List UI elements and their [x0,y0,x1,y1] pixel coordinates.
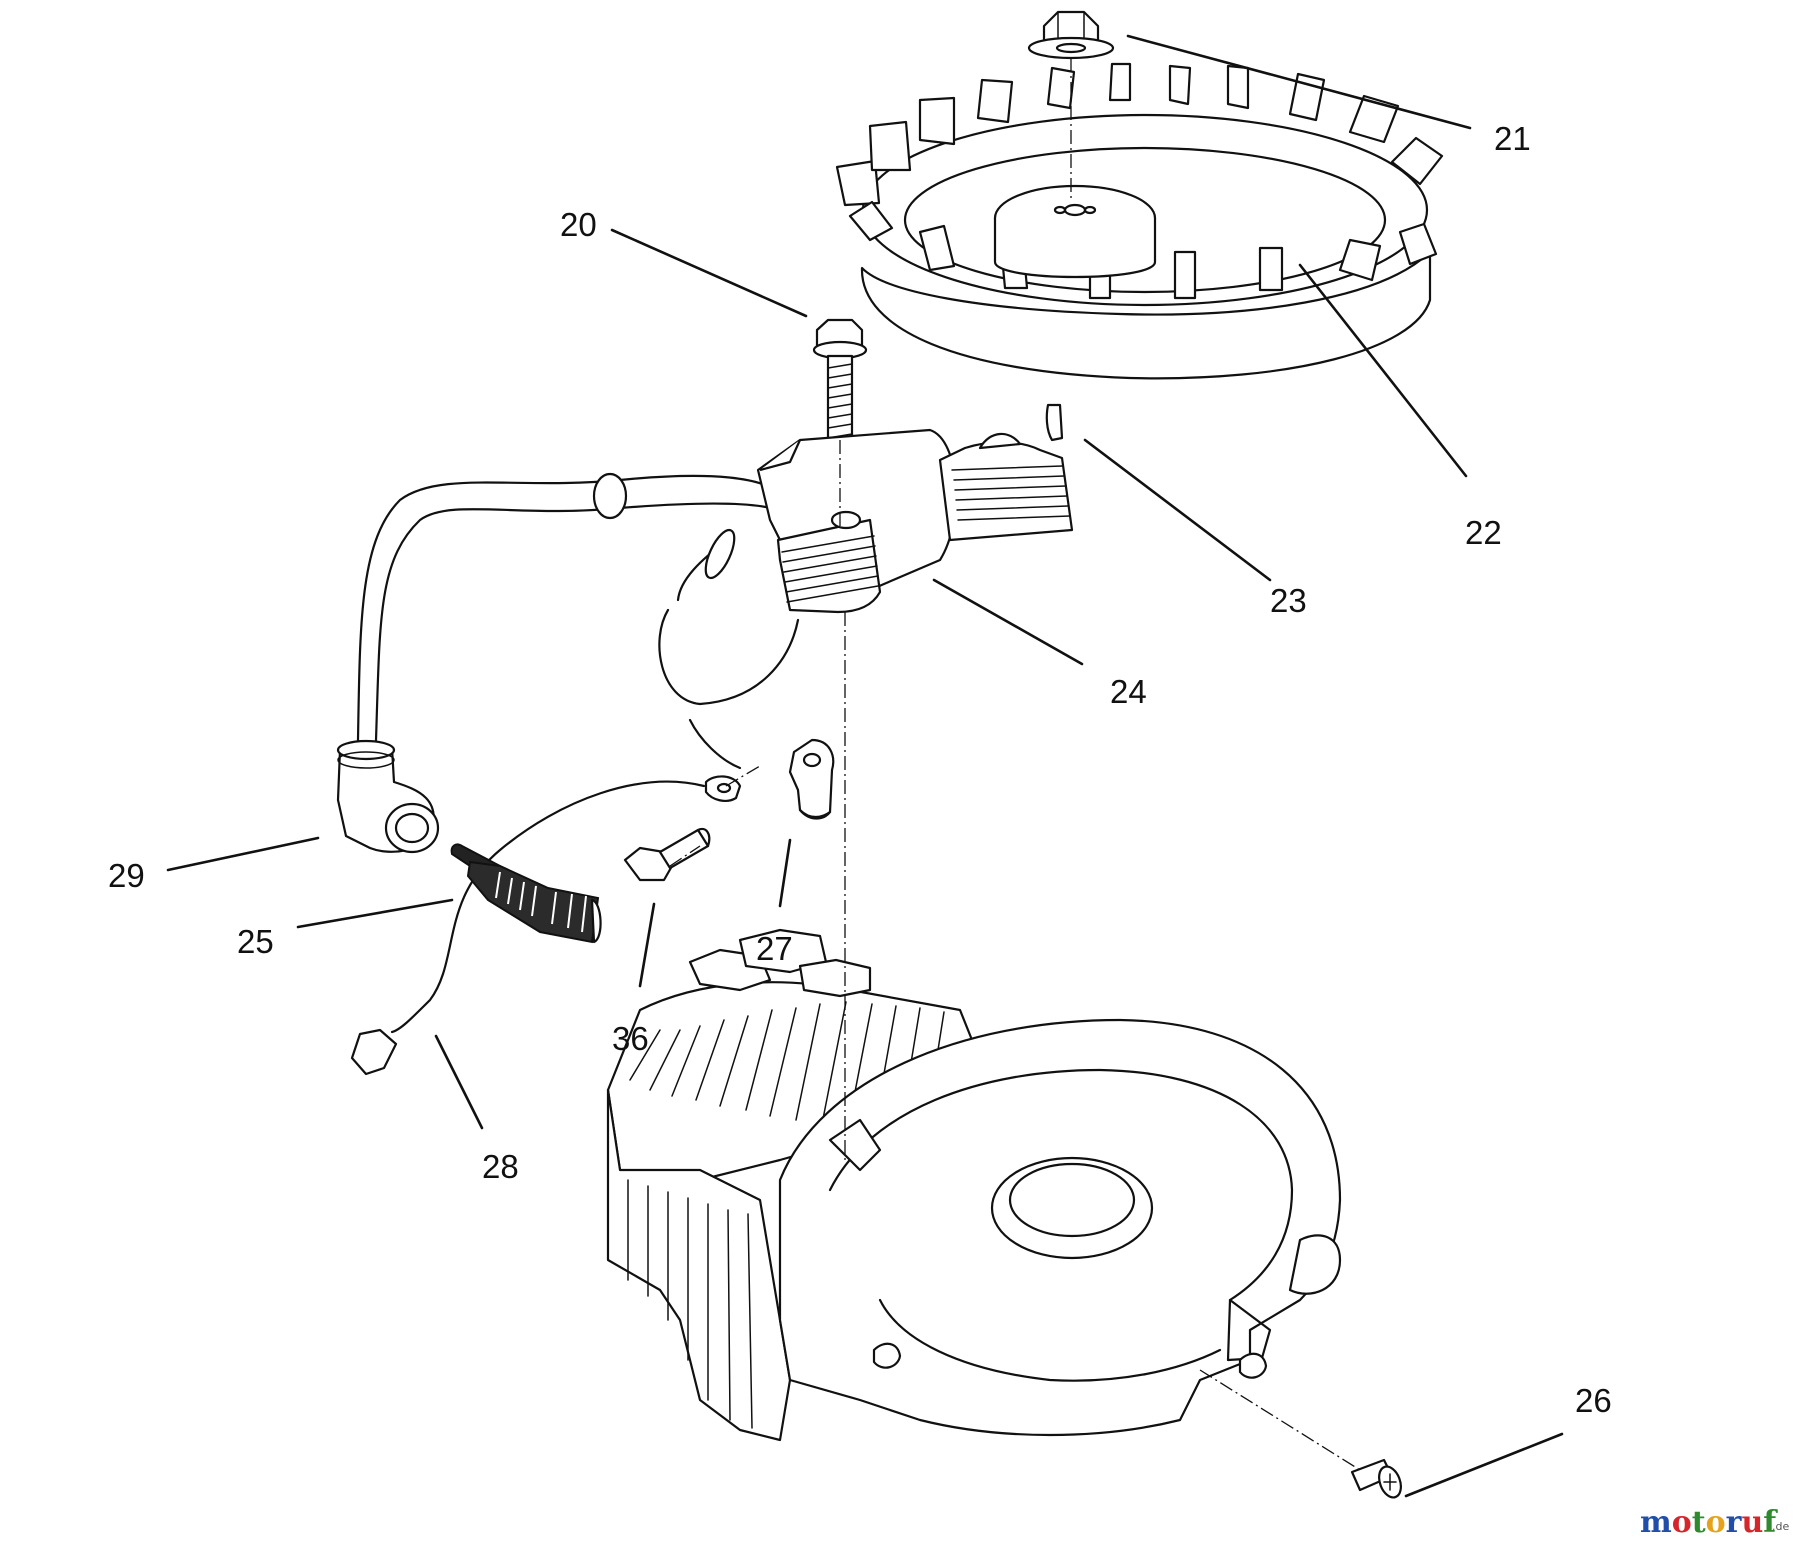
spark-plug-part [450,843,602,944]
assembly-center-lines [669,58,1361,1471]
callout-27: 27 [756,930,793,967]
ignition-module-bolt-part [812,318,868,442]
flywheel-key-part [1045,403,1064,442]
housing-screw-part [1350,1458,1402,1499]
flywheel-part [835,62,1444,380]
callout-labels: 20 21 22 23 24 25 26 27 28 29 36 [108,120,1612,1419]
callout-28: 28 [482,1148,519,1185]
engine-block-part [606,928,1342,1442]
watermark-logo: motoruf .de [1640,1505,1789,1540]
callout-21: 21 [1494,120,1531,157]
callout-25: 25 [237,923,274,960]
watermark-suffix: .de [1772,1520,1789,1533]
flywheel-nut-part [1027,10,1115,60]
callout-23: 23 [1270,582,1307,619]
leader-lines [166,34,1564,1498]
ground-wire-screw-part [623,827,711,882]
callout-29: 29 [108,857,145,894]
callout-20: 20 [560,206,597,243]
watermark-brand: motoruf [1640,1505,1778,1540]
spark-plug-boot-part [336,739,440,854]
callout-36: 36 [612,1020,649,1057]
callout-22: 22 [1465,514,1502,551]
ignition-module-part [356,428,1074,757]
callout-26: 26 [1575,1382,1612,1419]
callout-24: 24 [1110,673,1147,710]
wire-clip-part [788,738,835,820]
